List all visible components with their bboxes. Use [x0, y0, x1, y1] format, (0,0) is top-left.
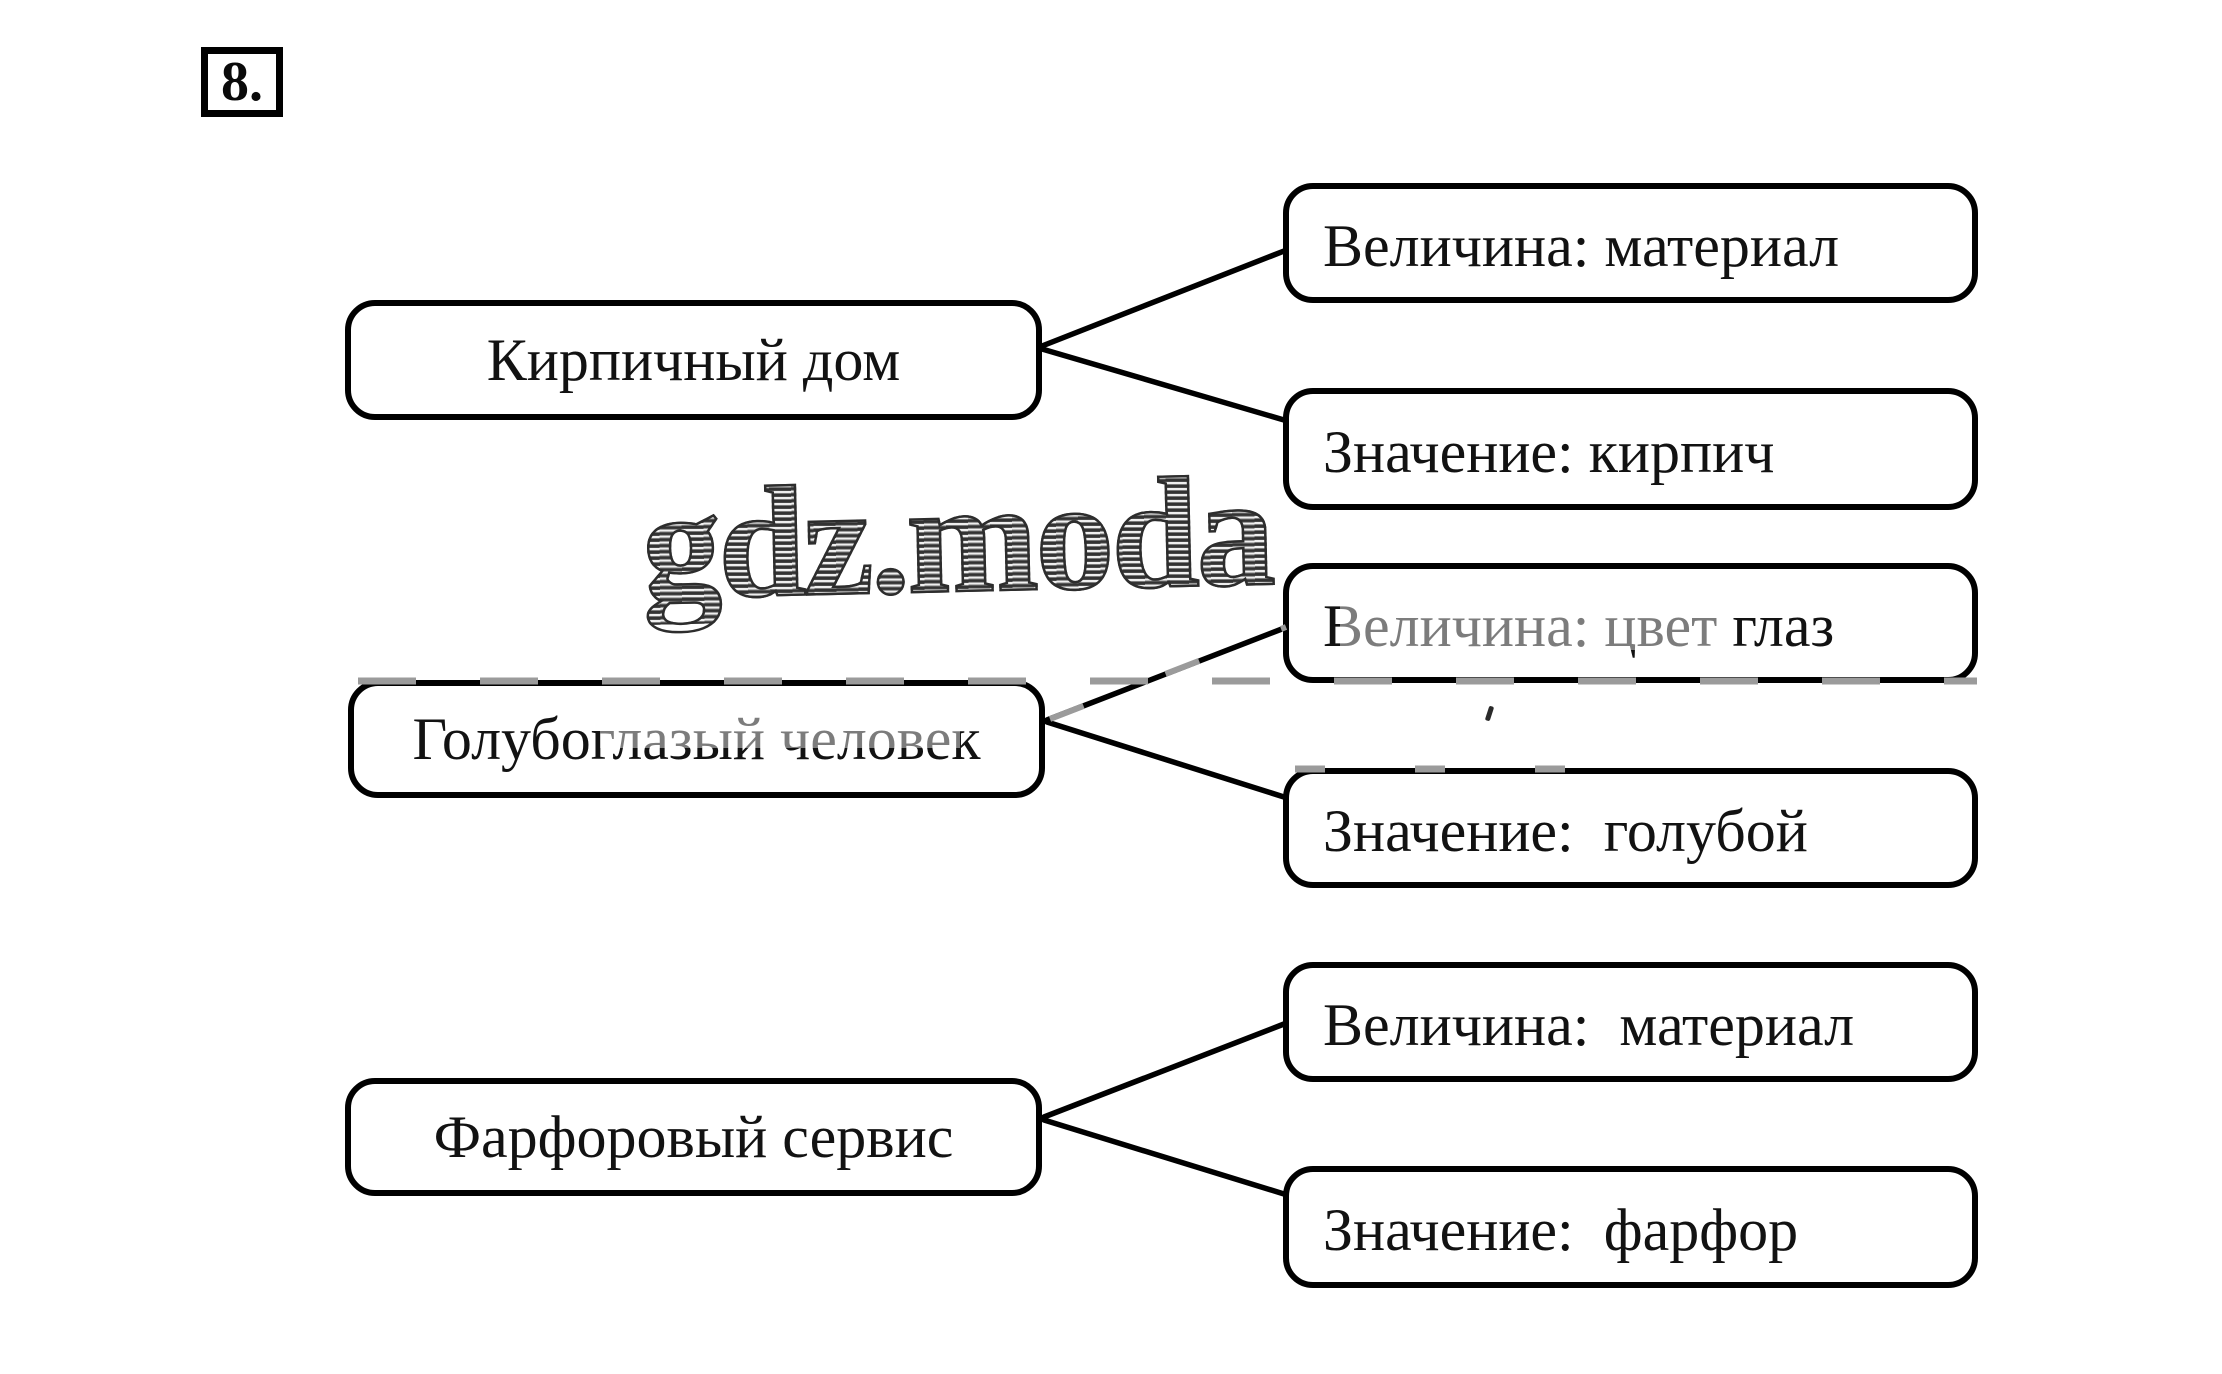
subject-label: Фарфоровый сервис: [433, 1104, 954, 1170]
subject-box-brick-house: Кирпичный дом: [345, 300, 1042, 420]
attribute-label: Величина: цвет глаз: [1323, 593, 1835, 659]
value-box-3: Значение: фарфор: [1283, 1166, 1978, 1288]
value-label: Значение: кирпич: [1323, 419, 1775, 485]
attribute-label: Величина: материал: [1323, 213, 1840, 279]
subject-label: Голубоглазый человек: [412, 706, 981, 772]
task-number-badge: 8.: [201, 47, 283, 117]
value-box-1: Значение: кирпич: [1283, 388, 1978, 510]
attribute-box-1: Величина: материал: [1283, 183, 1978, 303]
attribute-box-3: Величина: материал: [1283, 962, 1978, 1082]
subject-box-blue-eyed-person: Голубоглазый человек: [348, 680, 1045, 798]
value-label: Значение: голубой: [1323, 798, 1808, 864]
attribute-label: Величина: материал: [1323, 992, 1855, 1058]
watermark-tick-artifact: [1484, 705, 1495, 722]
value-box-2: Значение: голубой: [1283, 768, 1978, 888]
subject-box-porcelain-set: Фарфоровый сервис: [345, 1078, 1042, 1196]
watermark-wash: [1340, 590, 1720, 650]
watermark-wash: [600, 690, 960, 748]
site-watermark: gdz.moda: [639, 443, 1275, 635]
task-number-label: 8.: [221, 51, 263, 113]
subject-label: Кирпичный дом: [486, 327, 901, 393]
value-label: Значение: фарфор: [1323, 1197, 1799, 1263]
